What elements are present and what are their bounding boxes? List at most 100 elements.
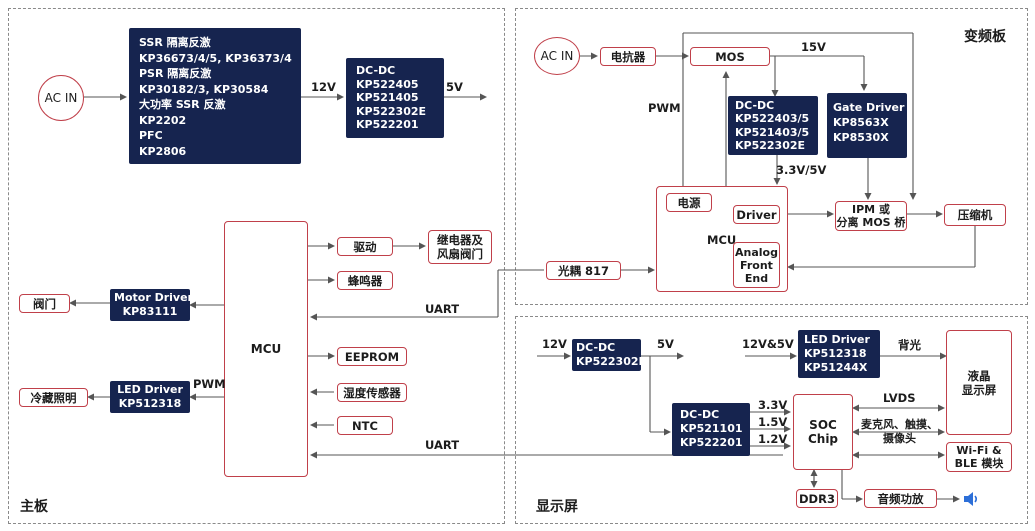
afe-line-1: Analog	[735, 245, 778, 259]
main-uart-1: UART	[425, 302, 460, 316]
display-12v-5v-label: 12V&5V	[742, 337, 794, 351]
lcd-panel-box: 液晶 显示屏	[946, 330, 1012, 435]
relay-line-1: 继电器及	[437, 233, 483, 247]
power-highpower-part: KP2202	[139, 113, 187, 127]
display-label: 显示屏	[536, 499, 578, 515]
inverter-driver-box: Driver	[733, 205, 780, 224]
analog-front-end-box: Analog Front End	[733, 242, 780, 288]
power-ssr-title: SSR 隔离反激	[139, 36, 211, 49]
buzzer-box: 蜂鸣器	[337, 271, 393, 290]
display-dcdc-2: DC-DC KP521101 KP522201	[672, 403, 750, 456]
main-uart-2: UART	[425, 438, 460, 452]
display-dcdc-1-title: DC-DC	[576, 341, 616, 354]
main-5v-label: 5V	[446, 80, 463, 94]
inverter-dcdc-part-3: KP522302E	[735, 138, 806, 152]
ipm-mos-bridge-box: IPM 或 分离 MOS 桥	[835, 201, 907, 231]
inverter-power-box: 电源	[666, 193, 712, 212]
peripherals-line-1: 麦克风、触摸、	[861, 418, 938, 431]
inverter-33v-5v-label: 3.3V/5V	[776, 163, 827, 177]
main-pwm-label: PWM	[193, 377, 226, 391]
afe-line-3: End	[744, 271, 769, 285]
ipm-line-1: IPM 或	[852, 203, 890, 216]
main-board-label: 主板	[20, 499, 48, 515]
soc-chip-box: SOC Chip	[793, 394, 853, 470]
display-led-driver-part-1: KP512318	[804, 347, 867, 360]
afe-line-2: Front	[740, 258, 773, 272]
soc-line-1: SOC	[809, 418, 837, 432]
display-dcdc-2-title: DC-DC	[680, 408, 720, 421]
main-led-driver-block: LED Driver KP512318	[110, 381, 190, 413]
main-led-driver-title: LED Driver	[117, 383, 183, 396]
inverter-15v-label: 15V	[801, 40, 826, 54]
display-15v-label: 1.5V	[758, 415, 788, 429]
optocoupler-box: 光耦 817	[546, 261, 621, 280]
main-ac-in: AC IN	[38, 75, 84, 121]
motor-driver-block: Motor Driver KP83111	[110, 289, 193, 321]
power-psr-title: PSR 隔离反激	[139, 67, 212, 80]
ipm-line-2: 分离 MOS 桥	[836, 216, 906, 229]
display-12v-b-label: 1.2V	[758, 432, 788, 446]
gate-driver-title: Gate Driver	[833, 101, 905, 114]
backlight-label: 背光	[898, 338, 921, 352]
motor-driver-title: Motor Driver	[114, 291, 193, 304]
display-5v-label: 5V	[657, 337, 674, 351]
power-highpower-title: 大功率 SSR 反激	[139, 98, 226, 111]
wifi-line-1: Wi-Fi &	[956, 444, 1002, 457]
lvds-label: LVDS	[883, 391, 916, 405]
power-ssr-parts: KP36673/4/5, KP36373/4	[139, 51, 292, 65]
relay-line-2: 风扇阀门	[437, 247, 483, 261]
inverter-mcu-label: MCU	[707, 233, 737, 247]
reactor-box: 电抗器	[600, 47, 656, 66]
drive-box: 驱动	[337, 237, 393, 256]
inverter-mos-box: MOS	[690, 47, 770, 66]
ntc-box: NTC	[337, 416, 393, 435]
relay-fan-valve-box: 继电器及 风扇阀门	[428, 230, 492, 264]
main-dcdc-title: DC-DC	[356, 64, 396, 77]
gate-driver-block: Gate Driver KP8563X KP8530X	[827, 93, 907, 158]
display-dcdc-1: DC-DC KP522302E	[572, 339, 647, 371]
lcd-line-1: 液晶	[967, 368, 991, 383]
audio-amplifier-box: 音频功放	[864, 489, 937, 508]
inverter-dcdc-part-1: KP522403/5	[735, 112, 810, 126]
display-dcdc-2-part-1: KP521101	[680, 422, 743, 435]
gate-driver-part-2: KP8530X	[833, 131, 889, 144]
main-board-section	[8, 8, 505, 524]
display-section	[515, 316, 1028, 524]
valve-box: 阀门	[19, 294, 70, 313]
main-dcdc-block: DC-DC KP522405 KP521405 KP522302E KP5222…	[346, 58, 444, 138]
wifi-ble-box: Wi-Fi & BLE 模块	[946, 442, 1012, 472]
inverter-dcdc-part-2: KP521403/5	[735, 125, 810, 139]
main-mcu: MCU	[224, 221, 308, 477]
inverter-board-section	[515, 8, 1028, 305]
motor-driver-part: KP83111	[122, 305, 178, 318]
main-dcdc-part-3: KP522302E	[356, 104, 427, 118]
display-led-driver: LED Driver KP512318 KP51244X	[798, 330, 880, 378]
inverter-pwm-label: PWM	[648, 101, 681, 115]
speaker-icon	[962, 490, 980, 508]
display-12v-label: 12V	[542, 337, 567, 351]
ddr3-box: DDR3	[796, 489, 838, 508]
soc-line-2: Chip	[807, 432, 839, 446]
peripherals-label: 麦克风、触摸、 摄像头	[861, 418, 938, 446]
main-dcdc-part-1: KP522405	[356, 77, 419, 91]
display-dcdc-2-part-2: KP522201	[680, 436, 743, 449]
display-dcdc-1-part: KP522302E	[576, 355, 647, 368]
wifi-line-2: BLE 模块	[954, 457, 1004, 470]
display-33v-label: 3.3V	[758, 398, 788, 412]
display-led-driver-title: LED Driver	[804, 333, 870, 346]
inverter-board-label: 变频板	[964, 29, 1006, 45]
display-led-driver-part-2: KP51244X	[804, 361, 868, 374]
peripherals-line-2: 摄像头	[883, 432, 916, 445]
eeprom-box: EEPROM	[337, 347, 407, 366]
main-power-block: SSR 隔离反激 KP36673/4/5, KP36373/4 PSR 隔离反激…	[129, 28, 301, 164]
compressor-box: 压缩机	[944, 204, 1006, 226]
main-12v-label: 12V	[311, 80, 336, 94]
gate-driver-part-1: KP8563X	[833, 116, 889, 129]
power-pfc-title: PFC	[139, 129, 163, 142]
inverter-dcdc-block: DC-DC KP522403/5 KP521403/5 KP522302E	[728, 96, 818, 155]
inverter-dcdc-title: DC-DC	[735, 99, 775, 112]
main-dcdc-part-2: KP521405	[356, 91, 419, 104]
humidity-sensor-box: 湿度传感器	[337, 383, 407, 402]
power-pfc-part: KP2806	[139, 144, 187, 158]
lcd-line-2: 显示屏	[961, 382, 997, 397]
